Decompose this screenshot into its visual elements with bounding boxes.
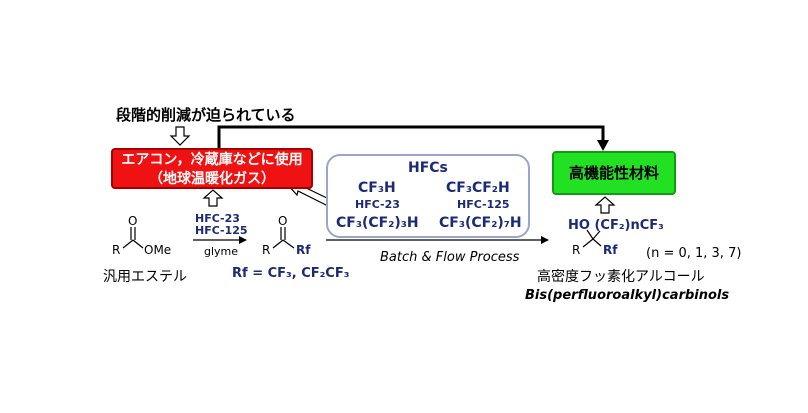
hfc-usage-line2: （地球温暖化ガス） <box>149 171 275 187</box>
process-label: Batch & Flow Process <box>380 250 520 265</box>
c8f17h-formula: CF₃(CF₂)₇H <box>439 215 522 231</box>
cf3cf2h-formula: CF₃CF₂H <box>446 180 510 196</box>
hfc-usage-box: エアコン，冷蔵庫などに使用 （地球温暖化ガス） <box>111 148 313 189</box>
ketone-r-group: R <box>262 243 271 257</box>
rf-definition: Rf = CF₃, CF₂CF₃ <box>232 266 350 281</box>
hfc-125-label: HFC-125 <box>457 198 510 211</box>
ketone-oxygen: O <box>278 214 288 228</box>
ester-structure <box>122 227 144 249</box>
feedback-arrow <box>217 125 609 151</box>
n-values: (n = 0, 1, 3, 7) <box>646 246 742 261</box>
ester-ome: OMe <box>144 243 172 257</box>
reagent-hfc-23: HFC-23 <box>195 212 240 225</box>
phase-down-label: 段階的削減が迫られている <box>116 106 296 124</box>
product-rf-group: Rf <box>603 243 618 257</box>
product-caption-jp: 高密度フッ素化アルコール <box>537 269 705 285</box>
hollow-up-arrow-green <box>594 196 616 214</box>
hfc-usage-line1: エアコン，冷蔵庫などに使用 <box>121 152 303 168</box>
hfcs-title: HFCs <box>408 160 448 176</box>
product-ho-chain: HO (CF₂)nCF₃ <box>568 218 664 233</box>
ester-caption: 汎用エステル <box>103 269 187 285</box>
solvent-glyme: glyme <box>204 245 239 258</box>
product-structure <box>582 229 602 248</box>
product-r-group: R <box>572 243 581 257</box>
functional-materials-box: 高機能性材料 <box>552 151 676 195</box>
ketone-structure <box>272 227 295 249</box>
c4f9h-formula: CF₃(CF₂)₃H <box>336 215 419 231</box>
ketone-rf-group: Rf <box>296 243 311 257</box>
hollow-up-arrow-red <box>202 189 224 207</box>
functional-materials-label: 高機能性材料 <box>568 164 659 182</box>
ester-r-group: R <box>112 243 121 257</box>
hfcs-box <box>326 154 530 238</box>
ester-oxygen: O <box>128 214 138 228</box>
product-caption-en: Bis(perfluoroalkyl)carbinols <box>525 288 730 303</box>
hollow-down-arrow-top <box>169 126 191 146</box>
reagent-hfc-125: HFC-125 <box>195 224 248 237</box>
cf3h-formula: CF₃H <box>358 180 396 196</box>
hfc-23-label: HFC-23 <box>355 198 400 211</box>
